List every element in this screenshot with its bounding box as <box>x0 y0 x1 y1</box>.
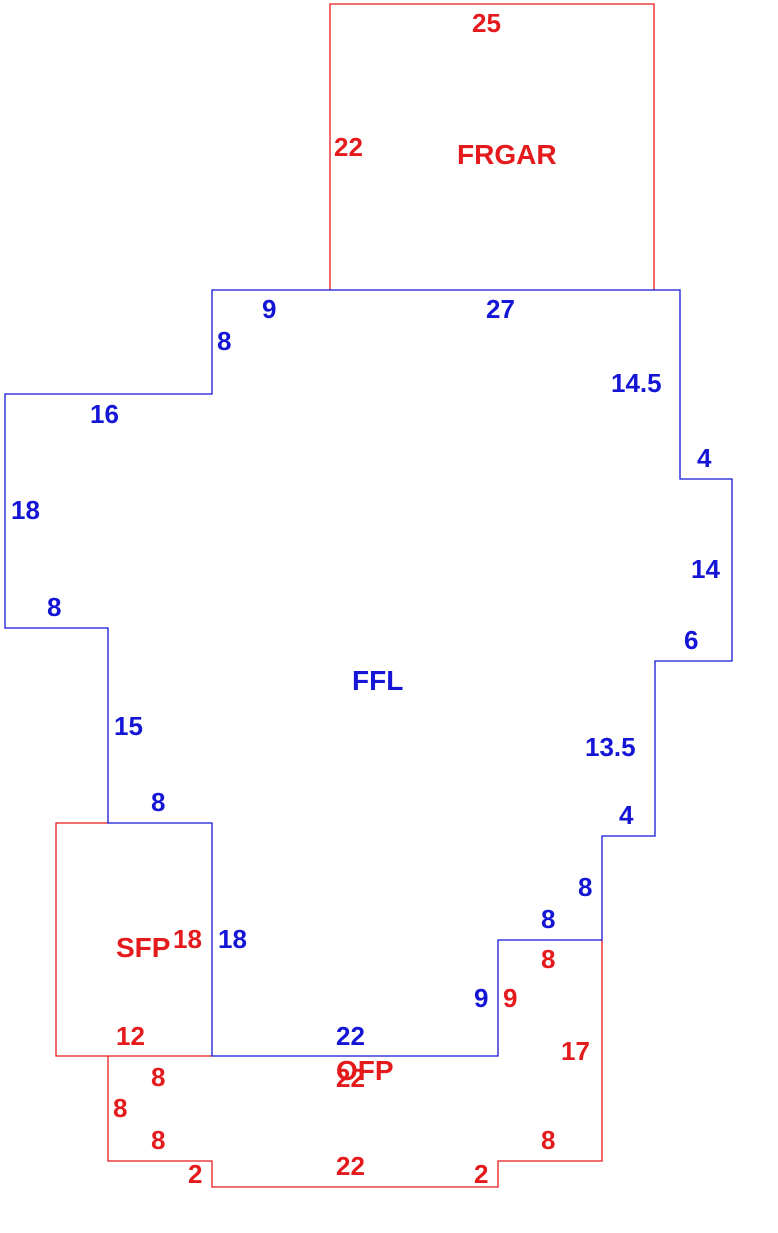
ffl-outline <box>4 289 733 1057</box>
dim-ofp-right: 17 <box>561 1036 590 1066</box>
dim-ffl-step1: 8 <box>217 326 231 356</box>
dim-ofp-left-top: 8 <box>151 1062 165 1092</box>
frgar-outline <box>329 3 655 290</box>
dim-ffl-right-lower: 13.5 <box>585 732 636 762</box>
dim-frgar-left: 22 <box>334 132 363 162</box>
dim-ofp-step-left: 2 <box>188 1159 202 1189</box>
dim-ffl-step-right-1: 4 <box>697 443 712 473</box>
dim-ffl-top: 27 <box>486 294 515 324</box>
sfp-label: SFP <box>116 932 170 963</box>
sfp-outline <box>55 822 212 1057</box>
dim-ofp-left: 8 <box>113 1093 127 1123</box>
dim-ofp-right-bottom: 8 <box>541 1125 555 1155</box>
dim-frgar-top: 25 <box>472 8 501 38</box>
dim-sfp-bottom: 12 <box>116 1021 145 1051</box>
dim-ofp-notch: 9 <box>503 983 517 1013</box>
dim-ofp-left-bottom: 8 <box>151 1125 165 1155</box>
dim-ffl-right-mid: 14 <box>691 554 720 584</box>
dim-ofp-step-right: 2 <box>474 1159 488 1189</box>
dim-ffl-sfp-side: 18 <box>218 924 247 954</box>
dim-ffl-bottom: 22 <box>336 1021 365 1051</box>
dim-ffl-step-right-3: 4 <box>619 800 634 830</box>
dim-ofp-bottom: 22 <box>336 1151 365 1181</box>
dim-ffl-left: 18 <box>11 495 40 525</box>
ofp-label: OFP <box>336 1055 394 1086</box>
dim-ffl-step-right-2: 6 <box>684 625 698 655</box>
dim-ffl-left-step: 8 <box>47 592 61 622</box>
dim-ffl-left-top: 16 <box>90 399 119 429</box>
frgar-label: FRGAR <box>457 139 557 170</box>
dim-ofp-top-right: 8 <box>541 944 555 974</box>
ffl-label: FFL <box>352 665 403 696</box>
dim-ffl-left-lower: 15 <box>114 711 143 741</box>
dim-ffl-top-left: 9 <box>262 294 276 324</box>
dim-ffl-notch: 9 <box>474 983 488 1013</box>
ofp-outline <box>107 940 603 1188</box>
dim-ffl-sfp-top: 8 <box>151 787 165 817</box>
dim-sfp-side: 18 <box>173 924 202 954</box>
dim-ffl-step-8b: 8 <box>541 904 555 934</box>
dim-ffl-right-upper: 14.5 <box>611 368 662 398</box>
dim-ffl-right-8a: 8 <box>578 872 592 902</box>
dim-ofp-top: 22 <box>336 1063 365 1093</box>
